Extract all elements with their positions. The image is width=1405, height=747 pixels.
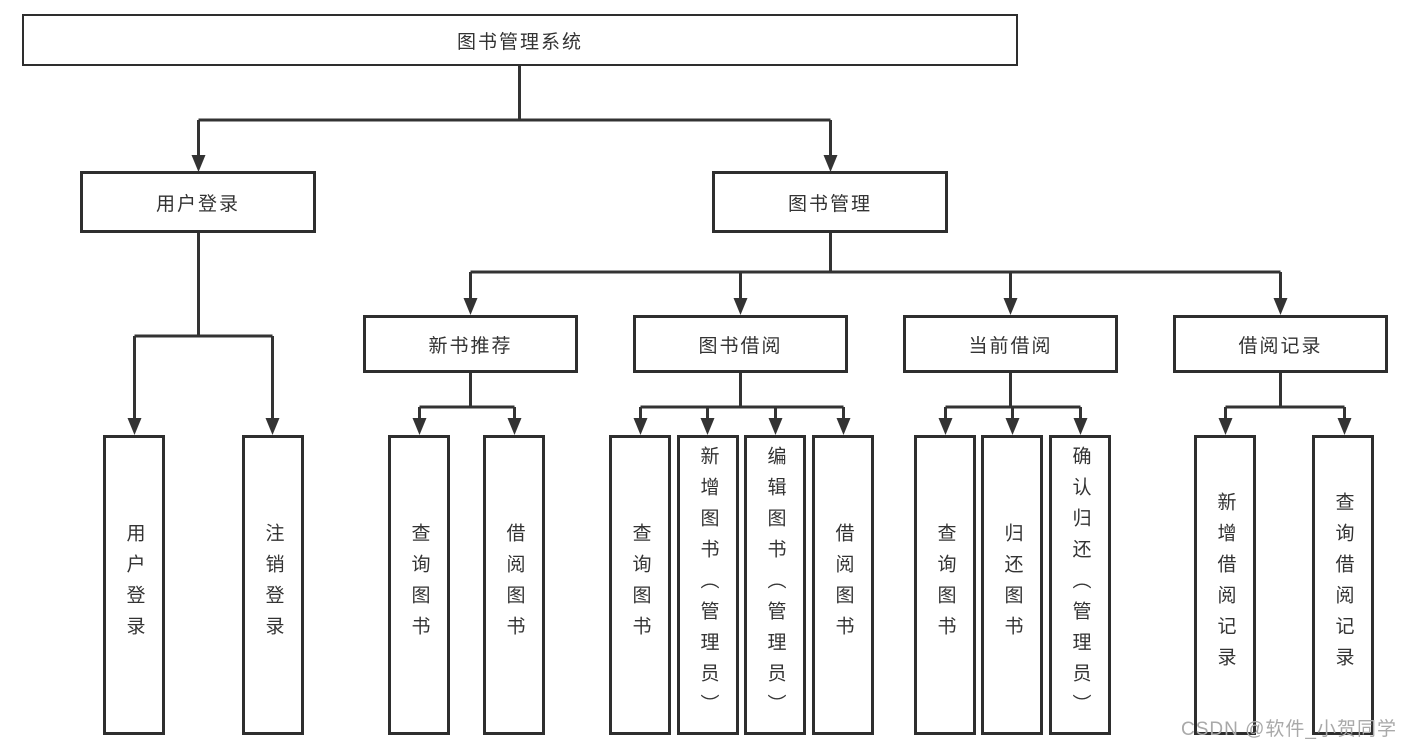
node-label: 用户登录	[123, 523, 145, 647]
node-label: 借阅图书	[832, 523, 854, 647]
node-label: 确认归还（管理员）	[1069, 445, 1091, 725]
node-label: 新增借阅记录	[1214, 492, 1236, 678]
node-book-management: 图书管理	[712, 171, 948, 233]
node-label: 归还图书	[1001, 523, 1023, 647]
node-book-borrowing: 图书借阅	[633, 315, 848, 373]
node-label: 查询图书	[408, 523, 430, 647]
connector-borrowing-records-to-leaves	[1218, 373, 1352, 435]
connector-user-login-to-leaves	[127, 233, 280, 435]
leaf-borrow-books-borrowing: 借阅图书	[812, 435, 874, 735]
node-new-book-recommendation: 新书推荐	[363, 315, 578, 373]
node-label: 注销登录	[262, 523, 284, 647]
node-label: 编辑图书（管理员）	[764, 445, 786, 725]
node-label: 新书推荐	[428, 335, 513, 357]
connector-new-book-recommendation-to-leaves	[412, 373, 522, 435]
node-label: 查询图书	[629, 523, 651, 647]
node-label: 当前借阅	[968, 335, 1053, 357]
node-current-borrowing: 当前借阅	[903, 315, 1118, 373]
leaf-logout-login: 注销登录	[242, 435, 304, 735]
connector-book-borrowing-to-leaves	[633, 373, 851, 435]
node-user-login: 用户登录	[80, 171, 316, 233]
node-label: 图书管理系统	[456, 31, 583, 53]
node-label: 用户登录	[155, 193, 240, 215]
node-label: 查询借阅记录	[1332, 492, 1354, 678]
leaf-return-books: 归还图书	[981, 435, 1043, 735]
leaf-edit-books-admin: 编辑图书（管理员）	[744, 435, 806, 735]
node-label: 借阅记录	[1238, 335, 1323, 357]
connector-root-to-level2	[191, 66, 838, 172]
leaf-add-books-admin: 新增图书（管理员）	[677, 435, 739, 735]
leaf-query-borrowing-record: 查询借阅记录	[1312, 435, 1374, 735]
leaf-add-borrowing-record: 新增借阅记录	[1194, 435, 1256, 735]
node-label: 新增图书（管理员）	[697, 445, 719, 725]
connector-current-borrowing-to-leaves	[938, 373, 1088, 435]
leaf-query-books-borrowing: 查询图书	[609, 435, 671, 735]
node-label: 借阅图书	[503, 523, 525, 647]
leaf-query-books-current: 查询图书	[914, 435, 976, 735]
node-label: 查询图书	[934, 523, 956, 647]
leaf-confirm-return-admin: 确认归还（管理员）	[1049, 435, 1111, 735]
node-library-management-system: 图书管理系统	[22, 14, 1018, 66]
leaf-borrow-books-recommend: 借阅图书	[483, 435, 545, 735]
node-label: 图书管理	[787, 193, 872, 215]
leaf-user-login: 用户登录	[103, 435, 165, 735]
node-borrowing-records: 借阅记录	[1173, 315, 1388, 373]
node-label: 图书借阅	[698, 335, 783, 357]
watermark: CSDN @软件_小贺同学	[1181, 719, 1397, 740]
connector-book-management-to-level3	[463, 233, 1288, 315]
leaf-query-books-recommend: 查询图书	[388, 435, 450, 735]
